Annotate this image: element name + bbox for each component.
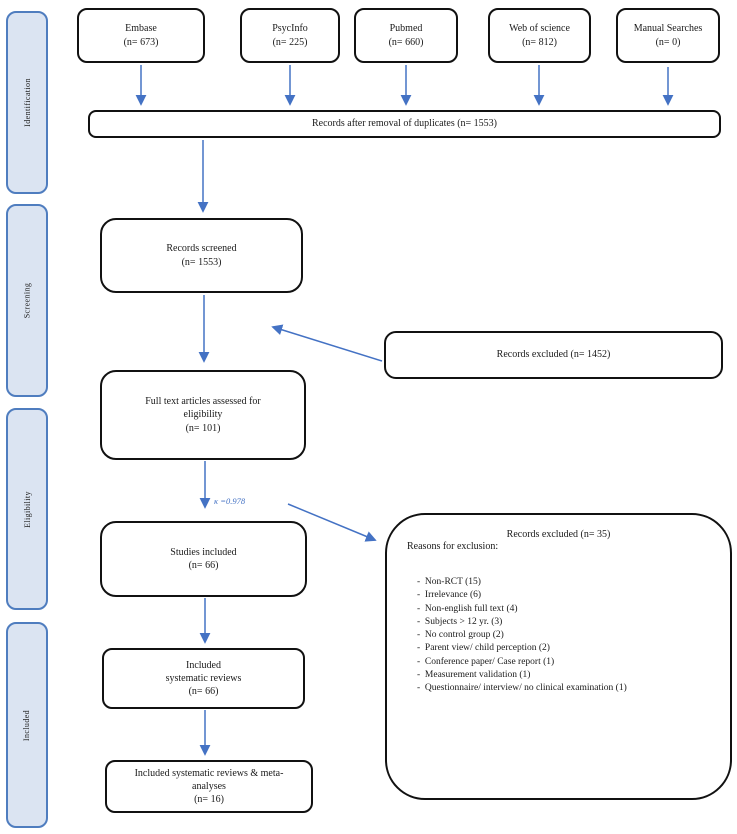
source-box-manual-searches: Manual Searches (n= 0)	[616, 8, 720, 63]
stage-label: Eligibility	[22, 490, 32, 528]
source-name: Web of science	[509, 23, 570, 35]
excluded-fulltext-subtitle: Reasons for exclusion:	[407, 541, 499, 552]
stage-label: Included	[22, 709, 32, 741]
included-reviews-line2: systematic reviews	[165, 672, 242, 684]
stage-label: Identification	[22, 78, 32, 127]
full-text-assessed-box: Full text articles assessed for eligibil…	[100, 370, 306, 460]
studies-included-box: Studies included (n= 66)	[100, 521, 307, 597]
records-excluded-screening-box: Records excluded (n= 1452)	[384, 331, 723, 379]
exclusion-reason: Conference paper/ Case report (1)	[417, 656, 718, 669]
source-box-psycinfo: PsycInfo (n= 225)	[240, 8, 340, 63]
studies-included-text: Studies included	[170, 546, 237, 558]
kappa-annotation: κ =0.978	[214, 496, 246, 506]
stage-label: Screening	[22, 282, 32, 319]
included-meta-analyses-box: Included systematic reviews & meta- anal…	[105, 760, 313, 813]
source-name: Manual Searches	[633, 23, 703, 35]
included-meta-count: (n= 16)	[194, 794, 224, 806]
stage-included: Included	[6, 622, 48, 828]
included-reviews-count: (n= 66)	[188, 686, 219, 698]
source-name: PsycInfo	[272, 23, 308, 35]
arrow-excluded-screening	[271, 324, 383, 362]
stage-screening: Screening	[6, 204, 48, 397]
included-meta-line1: Included systematic reviews & meta-	[134, 767, 284, 779]
source-box-web-of-science: Web of science (n= 812)	[488, 8, 591, 63]
source-count: (n= 660)	[388, 36, 424, 48]
studies-included-count: (n= 66)	[188, 560, 219, 571]
stage-eligibility: Eligibility	[6, 408, 48, 610]
records-screened-box: Records screened (n= 1553)	[100, 218, 303, 293]
included-meta-line2: analyses	[192, 780, 226, 792]
full-text-line2: eligibility	[183, 409, 223, 421]
records-screened-text: Records screened	[166, 243, 237, 255]
exclusion-reason: Irrelevance (6)	[417, 589, 718, 602]
included-systematic-reviews-box: Included systematic reviews (n= 66)	[102, 648, 305, 709]
records-after-duplicates-text: Records after removal of duplicates (n= …	[311, 118, 498, 130]
exclusion-reason: Non-RCT (15)	[417, 576, 718, 589]
exclusion-reason: Subjects > 12 yr. (3)	[417, 616, 718, 629]
records-excluded-screening-text: Records excluded (n= 1452)	[496, 349, 611, 361]
exclusion-reason-list: Non-RCT (15) Irrelevance (6) Non-english…	[417, 576, 718, 696]
included-reviews-line1: Included	[186, 659, 221, 671]
source-count: (n= 812)	[522, 36, 557, 48]
source-count: (n= 673)	[123, 36, 159, 48]
exclusion-reason: Parent view/ child perception (2)	[417, 642, 718, 655]
source-count: (n= 225)	[272, 36, 308, 48]
records-screened-count: (n= 1553)	[181, 256, 222, 268]
exclusion-reason: Measurement validation (1)	[417, 669, 718, 682]
records-excluded-fulltext-box: Records excluded (n= 35) Reasons for exc…	[385, 513, 732, 800]
source-box-pubmed: Pubmed (n= 660)	[354, 8, 458, 63]
exclusion-reason: No control group (2)	[417, 629, 718, 642]
exclusion-reason: Non-english full text (4)	[417, 603, 718, 616]
full-text-line1: Full text articles assessed for	[145, 396, 261, 408]
records-after-duplicates-box: Records after removal of duplicates (n= …	[88, 110, 721, 138]
source-box-embase: Embase (n= 673)	[77, 8, 205, 63]
exclusion-reason: Questionnaire/ interview/ no clinical ex…	[417, 682, 718, 695]
source-count: (n= 0)	[655, 36, 681, 48]
source-name: Embase	[125, 23, 157, 35]
excluded-fulltext-title: Records excluded (n= 35)	[506, 529, 611, 540]
full-text-count: (n= 101)	[185, 422, 221, 434]
stage-identification: Identification	[6, 11, 48, 194]
source-name: Pubmed	[389, 23, 423, 35]
